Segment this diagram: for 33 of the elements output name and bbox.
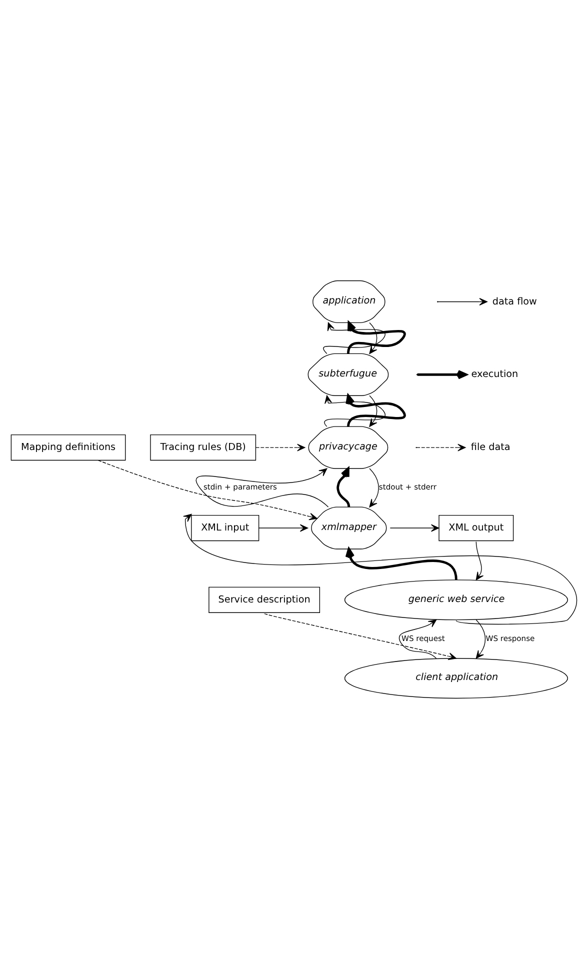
arrow [347, 322, 406, 354]
arrow [324, 395, 386, 427]
legend-label: execution [471, 369, 518, 380]
arrow [264, 613, 457, 660]
arrow [398, 620, 437, 659]
arrow [369, 395, 378, 427]
arrow [346, 394, 406, 427]
arrow [336, 467, 350, 508]
node-ellipse: generic web service [344, 580, 568, 620]
node-box: Mapping definitions [10, 434, 126, 461]
node-box: Tracing rules (DB) [150, 434, 256, 461]
node-ellipse: application [312, 280, 386, 324]
arrow [369, 322, 378, 354]
arrow [196, 468, 329, 508]
node-ellipse: xmlmapper [311, 506, 387, 550]
arrow [323, 322, 386, 354]
legend-label: data flow [492, 296, 537, 308]
arrow [369, 468, 379, 508]
arrow [345, 548, 458, 580]
node-box: XML output [438, 514, 514, 542]
arrow [476, 541, 484, 580]
node-box: Service description [208, 586, 320, 613]
arrow [476, 620, 486, 659]
arrow [183, 514, 578, 625]
node-box: XML input [191, 514, 260, 542]
arrow [390, 524, 440, 532]
node-ellipse: privacycage [308, 426, 388, 469]
arrow [258, 524, 308, 532]
legend-label: file data [470, 442, 510, 454]
node-ellipse: client application [344, 658, 568, 699]
arrow [255, 444, 306, 452]
arrow [98, 460, 318, 520]
node-ellipse: subterfugue [308, 353, 389, 396]
